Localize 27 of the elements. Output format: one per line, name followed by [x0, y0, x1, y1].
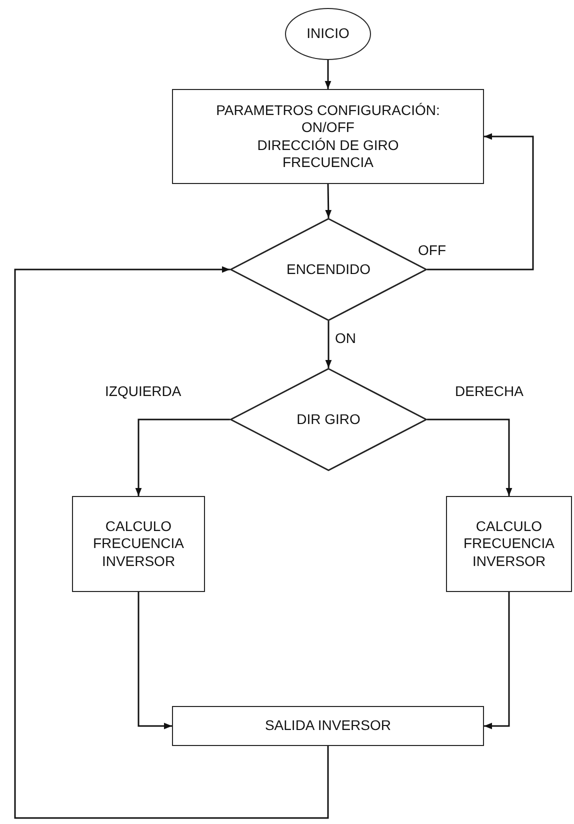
arrow	[427, 418, 512, 496]
node-text: PARAMETROS CONFIGURACIÓN:	[216, 102, 440, 119]
process-box	[172, 89, 484, 184]
node-text: DIRECCIÓN DE GIRO	[257, 136, 399, 154]
node-text: DIR GIRO	[296, 410, 360, 428]
arrow	[325, 321, 332, 368]
edge-label: ON	[333, 330, 358, 346]
process-box	[172, 706, 484, 746]
process-box	[72, 496, 205, 592]
arrow	[135, 418, 230, 496]
process-box	[446, 496, 572, 592]
edge-label: IZQUIERDA	[103, 383, 184, 399]
node-text: ENCENDIDO	[286, 260, 370, 278]
node-text: SALIDA INVERSOR	[264, 717, 392, 735]
node-text: INICIO	[306, 25, 350, 43]
edge-label: DERECHA	[453, 383, 526, 399]
node-text: CALCULO FRECUENCIA INVERSOR	[462, 518, 556, 570]
arrow	[324, 60, 332, 89]
arrow	[14, 266, 329, 819]
arrow	[427, 133, 534, 270]
arrow	[484, 592, 510, 730]
arrow	[138, 592, 172, 730]
edge-label: OFF	[416, 242, 448, 258]
node-text: ON/OFF	[302, 119, 354, 136]
node-text: FRECUENCIA	[282, 154, 374, 172]
node-text: CALCULO FRECUENCIA INVERSOR	[92, 518, 185, 570]
arrow	[325, 184, 332, 218]
